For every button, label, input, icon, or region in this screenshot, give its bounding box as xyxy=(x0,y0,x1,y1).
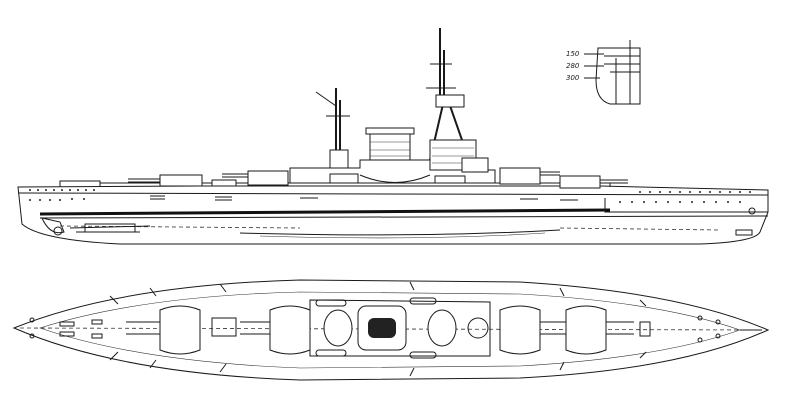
anchor-gear xyxy=(735,229,753,236)
plan-casemates xyxy=(109,281,647,377)
armor-inset: 150 280 300 xyxy=(566,40,641,105)
aft-turret-1 xyxy=(126,305,201,355)
bilge-keel xyxy=(239,229,561,236)
aft-deckhouse xyxy=(211,317,237,337)
fwd-bridge-plan xyxy=(427,309,457,347)
central-superstructure-plan xyxy=(309,299,491,357)
aft-turret-side-2 xyxy=(247,170,289,186)
fwd-turret-side-2 xyxy=(559,175,601,189)
centerline xyxy=(19,327,761,331)
inset-label-2: 280 xyxy=(566,62,580,70)
aft-turret-side xyxy=(159,174,203,187)
aft-control-top xyxy=(329,149,349,169)
inset-label-3: 300 xyxy=(566,74,580,82)
aft-turret-2 xyxy=(240,305,311,355)
fwd-turret-barrels xyxy=(540,171,628,184)
armor-step xyxy=(604,198,768,213)
stern-rudder xyxy=(41,217,65,234)
midship-boats-2 xyxy=(434,175,466,184)
aft-funnel-plan xyxy=(323,309,353,347)
fwd-fire-control-top xyxy=(435,94,465,108)
top-plan-view xyxy=(12,279,770,381)
aft-mast-yard xyxy=(315,91,350,117)
midship-hatch xyxy=(359,174,431,183)
conning-tower-plan xyxy=(467,317,489,339)
belt-lower-line xyxy=(39,215,769,219)
fwd-turret-1 xyxy=(499,305,566,355)
portholes-upper xyxy=(29,189,751,193)
hull-plan-outline xyxy=(12,279,770,381)
inset-label-1: 150 xyxy=(566,50,580,58)
side-profile xyxy=(17,28,769,245)
hull-side-outline xyxy=(17,185,769,245)
inset-leader-lines xyxy=(584,53,604,79)
stern-fittings xyxy=(29,317,103,339)
midship-boats-plan xyxy=(315,297,437,359)
upper-sheer-line xyxy=(17,192,769,196)
bilge-keel-lower xyxy=(259,232,546,239)
midship-boats xyxy=(329,173,359,184)
portholes-lower xyxy=(29,198,741,203)
fwd-mast-yard xyxy=(426,63,456,89)
funnel-cap xyxy=(365,127,415,135)
torpedo-bulge-dashes xyxy=(59,225,721,231)
boat-deck xyxy=(211,179,237,187)
stern-propeller xyxy=(53,226,63,236)
hawse-hole xyxy=(748,207,756,215)
casemate-guns-side xyxy=(150,195,578,201)
inset-inner-lines xyxy=(604,40,640,104)
bow-fittings xyxy=(639,315,762,343)
funnel-bands xyxy=(370,141,410,157)
conning-tower xyxy=(461,157,489,173)
side-bulge-box xyxy=(84,223,136,233)
funnel-grate xyxy=(368,318,396,338)
fwd-turret-side xyxy=(499,167,541,185)
aft-turret-barrels xyxy=(128,173,248,183)
fwd-turret-2 xyxy=(565,305,634,355)
main-belt-line xyxy=(39,208,611,216)
